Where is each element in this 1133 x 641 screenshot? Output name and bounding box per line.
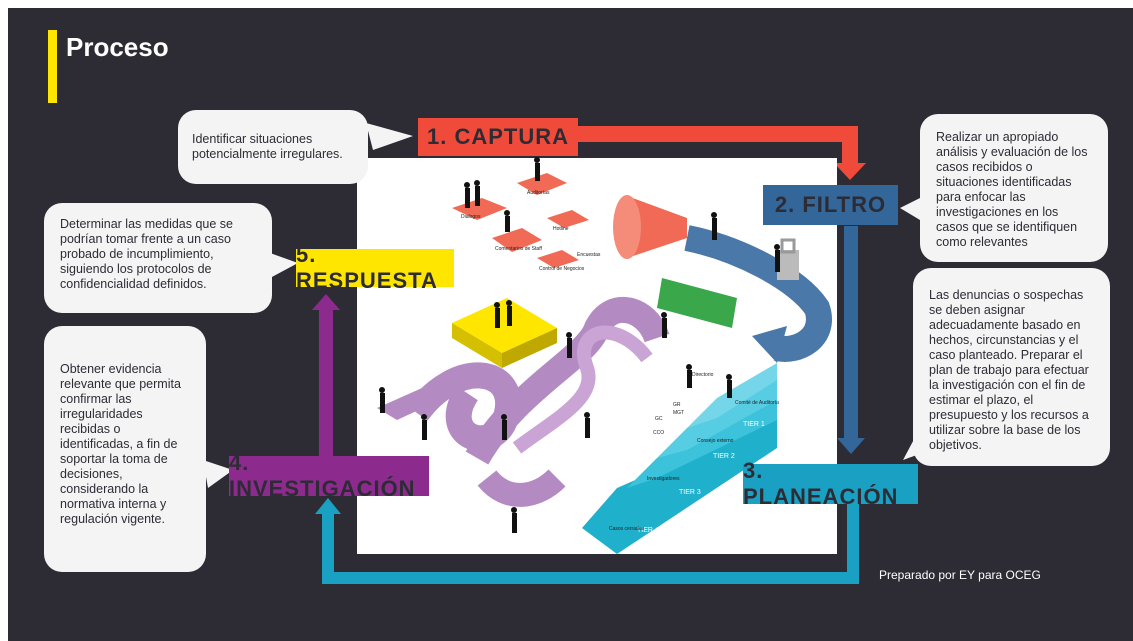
bubble-text: Determinar las medidas que se podrían to…: [60, 217, 233, 291]
tier-role-label: CCO: [653, 430, 664, 436]
illustration-art: TIER 1 TIER 2 TIER 3 TIER 4 Auditorías D…: [377, 157, 832, 554]
tier-label: TIER 2: [713, 453, 735, 460]
bubble-text: Identificar situaciones potencialmente i…: [192, 132, 343, 161]
stage-planeacion: 3. PLANEACIÓN: [743, 458, 918, 509]
tier-role-label: MGT: [673, 410, 684, 416]
tier-label: TIER 1: [743, 421, 765, 428]
footer-credit: Preparado por EY para OCEG: [879, 568, 1041, 582]
stage-label: 1. CAPTURA: [426, 124, 569, 149]
bubble-filtro: Realizar un apropiado análisis y evaluac…: [920, 114, 1108, 262]
stage-respuesta: 5. RESPUESTA: [296, 242, 454, 293]
source-label: Dialogos: [461, 214, 481, 220]
tier-role-label: Investigadores: [647, 476, 680, 482]
tier-role-label: GC: [655, 416, 663, 422]
tier-label: TIER 4: [637, 527, 659, 534]
stage-label: 5. RESPUESTA: [296, 242, 438, 293]
tier-role-label: Directorio: [692, 372, 714, 378]
source-label: Hotline: [553, 226, 569, 232]
bubble-text: Obtener evidencia relevante que permita …: [60, 362, 181, 526]
page-title: Proceso: [66, 32, 169, 62]
bubble-planeacion: Las denuncias o sospechas se deben asign…: [913, 268, 1110, 466]
tier-label: TIER 3: [679, 489, 701, 496]
bubble-investigacion: Obtener evidencia relevante que permita …: [44, 326, 206, 572]
stage-label: 3. PLANEACIÓN: [743, 458, 899, 509]
stage-label: 2. FILTRO: [774, 192, 887, 217]
source-label: Encuestas: [577, 252, 601, 258]
bubble-captura: Identificar situaciones potencialmente i…: [178, 110, 368, 184]
stage-captura: 1. CAPTURA: [418, 118, 578, 156]
title-accent-bar: [48, 30, 57, 103]
source-label: Auditorías: [527, 190, 550, 196]
stage-investigacion: 4. INVESTIGACIÓN: [229, 450, 429, 501]
tier-role-label: Comité de Auditoría: [735, 400, 779, 406]
source-label: Control de Negocios: [539, 266, 585, 272]
source-label: Comentarios de Staff: [495, 246, 542, 252]
bubble-text: Las denuncias o sospechas se deben asign…: [929, 288, 1089, 452]
bubble-respuesta: Determinar las medidas que se podrían to…: [44, 203, 272, 313]
slide: Proceso: [8, 8, 1133, 641]
bubble-text: Realizar un apropiado análisis y evaluac…: [936, 130, 1088, 249]
tier-role-label: Casos cerrados: [609, 526, 645, 532]
stage-label: 4. INVESTIGACIÓN: [229, 450, 416, 501]
tier-role-label: GR: [673, 402, 681, 408]
stage-filtro: 2. FILTRO: [763, 185, 898, 225]
tier-role-label: Consejo externo: [697, 438, 734, 444]
